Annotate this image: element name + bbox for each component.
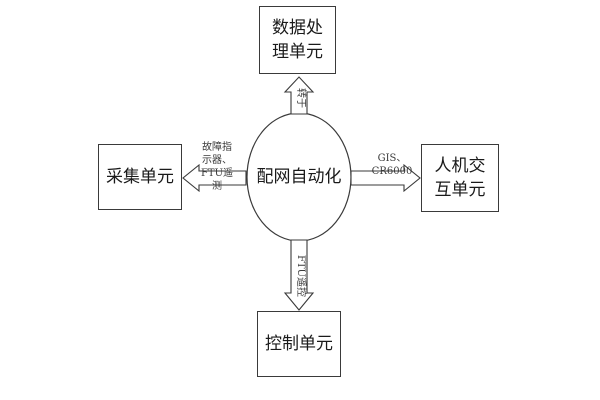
node-collection: 采集单元 [98, 144, 182, 210]
node-data-processing-label: 数据处理单元 [272, 18, 323, 62]
node-control-label: 控制单元 [265, 334, 333, 354]
node-hmi: 人机交互单元 [421, 144, 499, 212]
hub-label: 配网自动化 [256, 167, 342, 187]
node-collection-label: 采集单元 [106, 167, 174, 187]
node-hmi-label: 人机交互单元 [434, 156, 486, 200]
arrow-to-data-processing [283, 76, 315, 115]
node-control: 控制单元 [257, 311, 341, 377]
arrow-left-label: 故障指示器、FTU遥测 [200, 142, 234, 192]
node-data-processing: 数据处理单元 [259, 6, 336, 74]
arrow-top-label: 转于 [295, 88, 306, 108]
arrow-bottom-label: FTU遥控 [295, 254, 306, 298]
arrow-to-control [283, 239, 315, 311]
arrow-to-hmi [350, 163, 421, 193]
arrow-to-collection [182, 163, 247, 193]
arrow-right-label: GIS、CR6000 [371, 153, 413, 177]
